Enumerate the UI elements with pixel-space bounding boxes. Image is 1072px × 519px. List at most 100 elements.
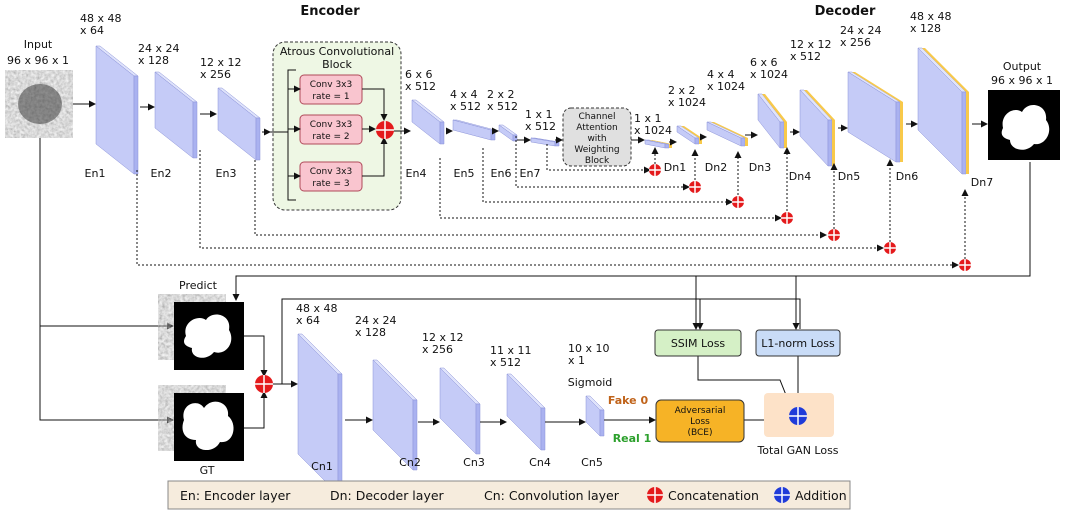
encoder-dims-en5-0: 4 x 4 xyxy=(450,88,478,101)
critic-block-cn5 xyxy=(585,395,605,437)
critic-dims-cn3-0: 12 x 12 xyxy=(422,331,464,344)
encoder-dims-en2-1: x 128 xyxy=(138,54,169,67)
skip-concat-symbol-1 xyxy=(649,164,661,176)
svg-text:rate = 2: rate = 2 xyxy=(312,132,349,142)
svg-text:Conv 3x3: Conv 3x3 xyxy=(310,80,352,90)
atrous-conv-rate-1: Conv 3x3 rate = 1 xyxy=(299,74,363,105)
encoder-name-en2: En2 xyxy=(151,167,172,180)
channel-attention-block: Channel Attention with Weighting Block xyxy=(562,107,632,167)
encoder-dims-en3-1: x 256 xyxy=(200,68,231,81)
encoder-name-en5: En5 xyxy=(454,167,475,180)
atrous-title-line2: Block xyxy=(322,58,352,71)
decoder-dims-dn4-0: 6 x 6 xyxy=(750,56,778,69)
input-dims: 96 x 96 x 1 xyxy=(7,54,69,67)
encoder-name-en1: En1 xyxy=(85,167,106,180)
svg-text:Loss: Loss xyxy=(690,417,710,427)
encoder-dims-en7-1: x 512 xyxy=(525,120,556,133)
encoder-block-en6 xyxy=(498,124,518,142)
encoder-name-en6: En6 xyxy=(491,167,512,180)
real-label: Real 1 xyxy=(613,432,652,445)
decoder-dims-dn5-0: 12 x 12 xyxy=(790,38,832,51)
svg-text:Block: Block xyxy=(585,156,610,166)
predict-label: Predict xyxy=(179,279,218,292)
gt-label: GT xyxy=(200,464,215,477)
encoder-dims-en5-1: x 512 xyxy=(450,100,481,113)
critic-dims-cn1-1: x 64 xyxy=(296,314,320,327)
svg-text:rate = 3: rate = 3 xyxy=(312,179,349,189)
ssim-loss-box: SSIM Loss xyxy=(654,329,742,357)
encoder-block-en1 xyxy=(95,45,139,175)
operation-symbols xyxy=(255,121,971,503)
svg-text:Conv 3x3: Conv 3x3 xyxy=(310,120,352,130)
decoder-block-dn1 xyxy=(644,139,672,149)
decoder-block-dn3 xyxy=(706,121,748,147)
encoder-block-en5 xyxy=(452,119,496,141)
atrous-conv-rate-2: Conv 3x3 rate = 2 xyxy=(299,114,363,145)
svg-text:Weighting: Weighting xyxy=(574,145,619,155)
atrous-conv-block: Atrous Convolutional Block Conv 3x3 rate… xyxy=(270,41,402,211)
critic-dims-cn5-0: 10 x 10 xyxy=(568,342,610,355)
encoder-dims-en6-1: x 512 xyxy=(487,100,518,113)
critic-name-cn5: Cn5 xyxy=(581,456,603,469)
decoder-dims-dn4-1: x 1024 xyxy=(750,68,788,81)
decoder-block-dn5 xyxy=(799,89,835,167)
svg-text:Conv 3x3: Conv 3x3 xyxy=(310,167,352,177)
encoder-dims-en3-0: 12 x 12 xyxy=(200,56,242,69)
input-label: Input xyxy=(24,38,53,51)
decoder-block-dn2 xyxy=(676,125,702,145)
encoder-name-en7: En7 xyxy=(520,167,541,180)
critic-block-cn1 xyxy=(297,333,343,495)
encoder-block-en3 xyxy=(217,87,261,161)
fake-label: Fake 0 xyxy=(608,394,649,407)
critic-block-cn3 xyxy=(439,367,481,455)
encoder-dims-en4-0: 6 x 6 xyxy=(405,68,433,81)
decoder-dims-dn6-0: 24 x 24 xyxy=(840,24,882,37)
output-dims: 96 x 96 x 1 xyxy=(991,74,1053,87)
input-image xyxy=(5,70,73,138)
output-mask-image xyxy=(988,90,1060,160)
decoder-block-dn6 xyxy=(847,71,903,163)
decoder-dims-dn7-0: 48 x 48 xyxy=(910,10,952,23)
decoder-name-dn7: Dn7 xyxy=(971,176,993,189)
decoder-dims-dn3-0: 4 x 4 xyxy=(707,68,735,81)
critic-dims-cn4-1: x 512 xyxy=(490,356,521,369)
legend-addition-symbol xyxy=(774,487,790,503)
skip-concat-symbol-4 xyxy=(781,212,793,224)
decoder-name-dn6: Dn6 xyxy=(896,170,918,183)
encoder-name-en3: En3 xyxy=(216,167,237,180)
legend-conv: Cn: Convolution layer xyxy=(484,488,620,503)
skip-concat-symbol-7 xyxy=(959,259,971,271)
legend-concat: Concatenation xyxy=(668,488,759,503)
encoder-block-en7 xyxy=(530,137,560,147)
critic-dims-cn2-0: 24 x 24 xyxy=(355,314,397,327)
critic-input-concat-symbol xyxy=(255,375,273,393)
total-loss-addition-symbol xyxy=(789,407,807,425)
critic-dims-cn1-0: 48 x 48 xyxy=(296,302,338,315)
critic-dims-cn4-0: 11 x 11 xyxy=(490,344,532,357)
l1-loss-box: L1-norm Loss xyxy=(755,329,841,357)
encoder-title: Encoder xyxy=(300,4,360,19)
legend-add: Addition xyxy=(795,488,847,503)
skip-concat-symbol-6 xyxy=(884,242,896,254)
decoder-dims-dn5-1: x 512 xyxy=(790,50,821,63)
decoder-dims-dn7-1: x 128 xyxy=(910,22,941,35)
svg-text:rate = 1: rate = 1 xyxy=(312,92,349,102)
decoder-dims-dn1-1: x 1024 xyxy=(634,124,672,137)
encoder-block-en2 xyxy=(154,71,198,159)
svg-text:Attention: Attention xyxy=(576,123,618,133)
svg-text:with: with xyxy=(587,134,606,144)
total-gan-loss-label: Total GAN Loss xyxy=(756,444,838,457)
svg-text:SSIM Loss: SSIM Loss xyxy=(671,337,726,350)
decoder-name-dn3: Dn3 xyxy=(749,161,771,174)
atrous-conv-rate-3: Conv 3x3 rate = 3 xyxy=(299,161,363,192)
decoder-dims-dn1-0: 1 x 1 xyxy=(634,112,662,125)
decoder-title: Decoder xyxy=(815,4,876,19)
critic-name-cn4: Cn4 xyxy=(529,456,551,469)
adversarial-loss-box: Adversarial Loss (BCE) xyxy=(655,399,745,443)
svg-text:L1-norm Loss: L1-norm Loss xyxy=(761,337,835,350)
decoder-dims-dn2-0: 2 x 2 xyxy=(668,84,696,97)
encoder-dims-en1-1: x 64 xyxy=(80,24,104,37)
encoder-dims-en2-0: 24 x 24 xyxy=(138,42,180,55)
decoder-block-dn7 xyxy=(917,47,969,175)
